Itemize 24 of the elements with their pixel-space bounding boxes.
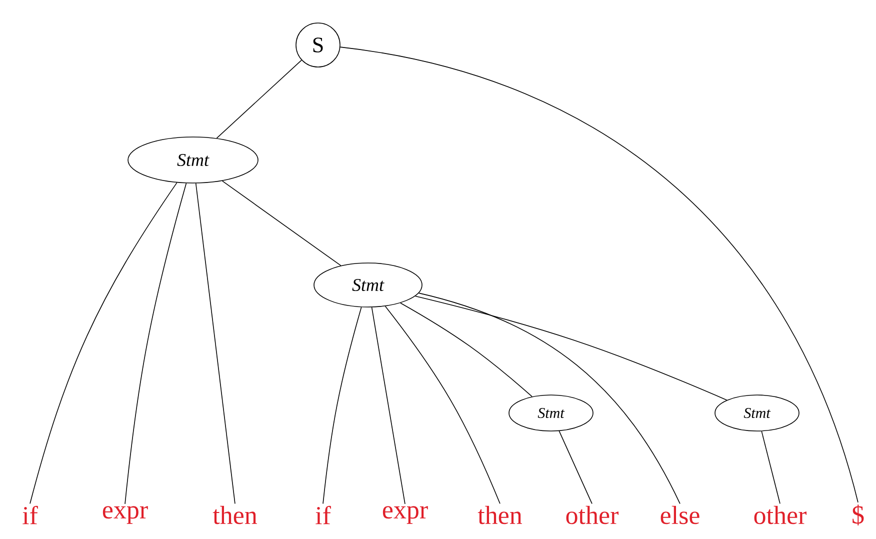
tree-branch (340, 46, 858, 503)
terminal-text: else (660, 506, 700, 524)
tree-branch (414, 296, 728, 400)
tree-branch (222, 180, 342, 266)
tree-branch (384, 306, 500, 504)
terminal-text: then (212, 506, 257, 524)
tree-branch (322, 306, 362, 504)
terminal-text: other (754, 506, 806, 524)
tree-branch (195, 182, 236, 504)
tree-branch (400, 302, 532, 397)
tree-branch (418, 292, 680, 504)
tree-branch (371, 306, 406, 504)
terminal-text: expr (102, 506, 148, 524)
terminal-text: if (22, 506, 38, 524)
tree-branch (124, 182, 187, 504)
terminal-text: expr (382, 506, 428, 524)
tree-branch (216, 60, 302, 139)
terminal-text: then (478, 506, 522, 524)
terminal-text: $ (852, 504, 864, 526)
terminal-text: other (566, 506, 618, 524)
tree-branch (558, 430, 592, 504)
tree-branch (761, 430, 780, 504)
terminal-text: if (316, 506, 331, 524)
tree-branch (30, 182, 178, 504)
